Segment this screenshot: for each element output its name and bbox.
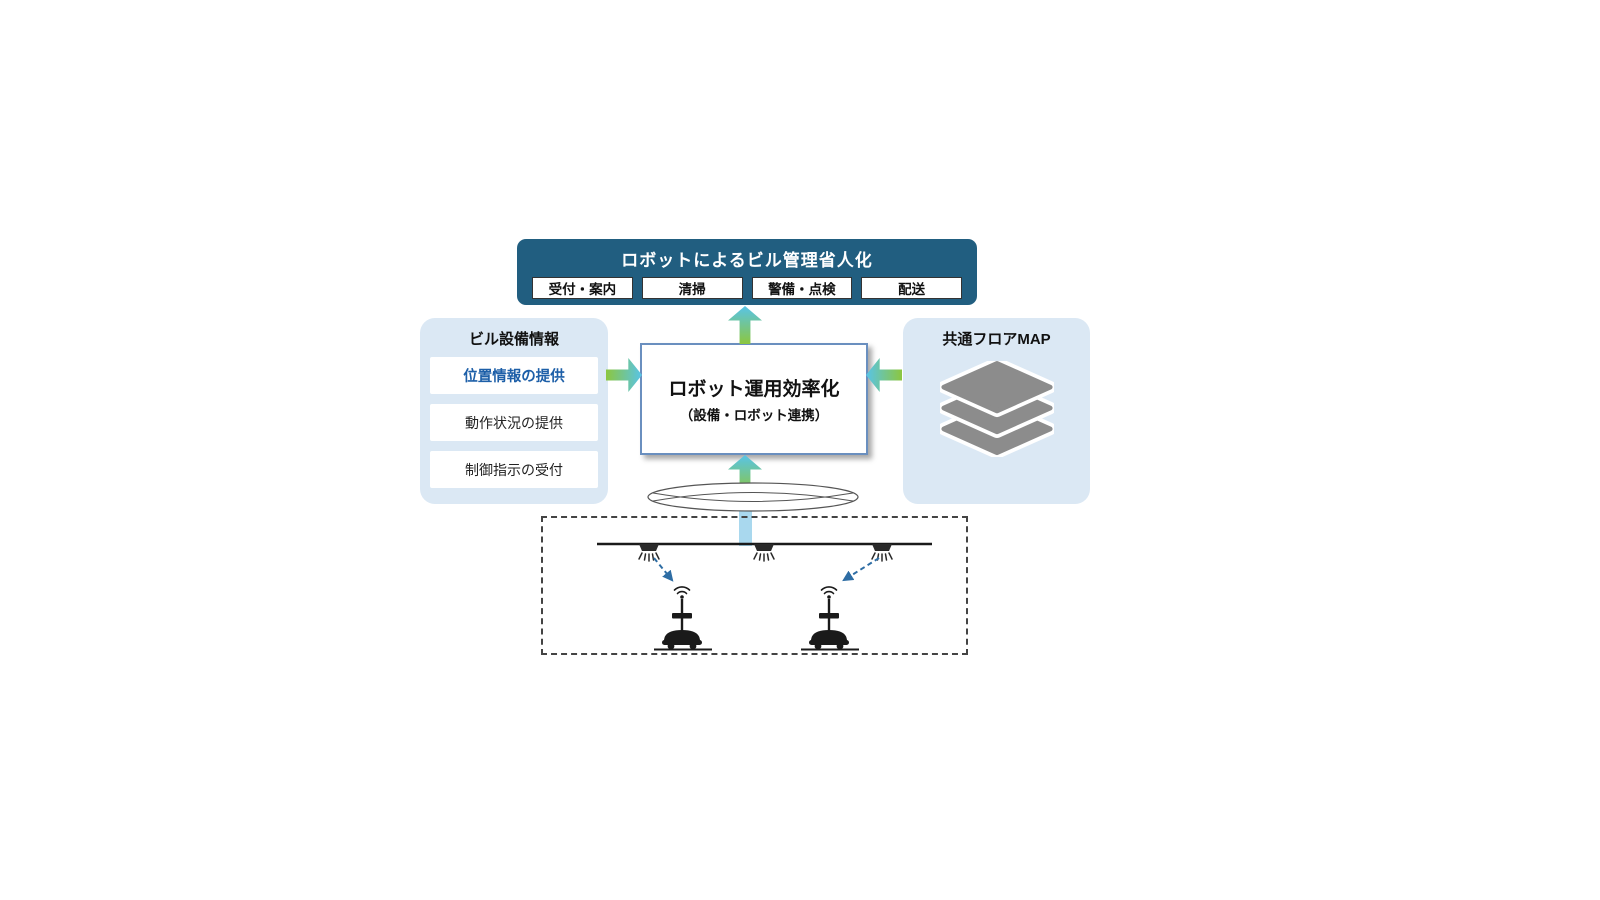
robot-operation-box: ロボット運用効率化 （設備・ロボット連携） [640, 343, 868, 455]
beacon-arrow-icon [842, 557, 880, 582]
item-location-info: 位置情報の提供 [430, 357, 598, 394]
robot-operation-title: ロボット運用効率化 [668, 379, 840, 400]
building-equipment-panel: ビル設備情報 位置情報の提供 動作状況の提供 制御指示の受付 [420, 318, 608, 504]
goal-banner-items: 受付・案内 清掃 警備・点検 配送 [532, 277, 962, 299]
floor-scene [541, 516, 968, 655]
floor-map-panel: 共通フロアMAP [903, 318, 1090, 504]
network-ellipse-icon [647, 482, 859, 512]
goal-item-cleaning: 清掃 [641, 277, 743, 299]
building-equipment-panel-title: ビル設備情報 [468, 331, 559, 348]
building-equipment-items: 位置情報の提供 動作状況の提供 制御指示の受付 [420, 357, 608, 488]
robot-icon [661, 586, 703, 651]
ceiling-sensor-icon [638, 543, 660, 562]
item-operation-status: 動作状況の提供 [430, 404, 598, 441]
arrow-left-to-center-icon [606, 358, 642, 392]
ceiling-sensor-icon [753, 543, 775, 562]
arrow-right-to-center-icon [866, 358, 902, 392]
goal-banner: ロボットによるビル管理省人化 受付・案内 清掃 警備・点検 配送 [517, 239, 977, 305]
robot-operation-subtitle: （設備・ロボット連携） [679, 408, 829, 423]
goal-item-delivery: 配送 [861, 277, 962, 299]
goal-banner-title: ロボットによるビル管理省人化 [621, 251, 873, 270]
arrow-up-to-banner-icon [728, 306, 762, 344]
robot-icon [808, 586, 850, 651]
goal-item-security: 警備・点検 [751, 277, 853, 299]
goal-item-reception: 受付・案内 [532, 277, 633, 299]
item-control-instructions: 制御指示の受付 [430, 451, 598, 488]
floor-map-panel-title: 共通フロアMAP [942, 331, 1051, 348]
beacon-arrow-icon [653, 557, 674, 582]
layers-icon [903, 361, 1090, 457]
ceiling-sensor-icon [871, 543, 893, 562]
